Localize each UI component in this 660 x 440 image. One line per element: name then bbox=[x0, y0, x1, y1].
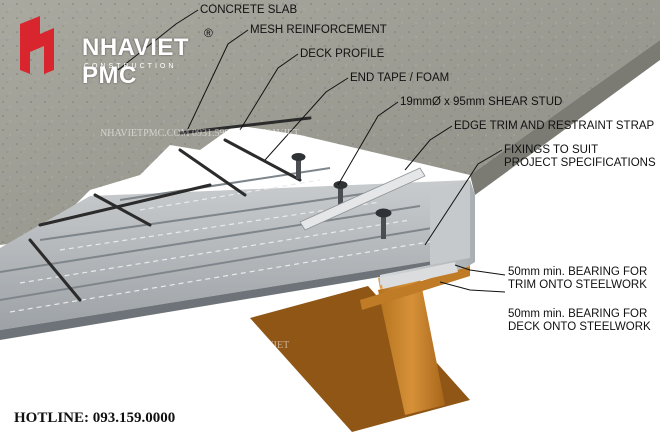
mesh-reinforcement bbox=[28, 116, 312, 302]
restraint-strap bbox=[299, 167, 426, 231]
label-concrete-slab: CONCRETE SLAB bbox=[200, 4, 298, 16]
deck-embossing bbox=[9, 179, 441, 313]
leader-lines bbox=[117, 9, 506, 293]
label-edge-trim: EDGE TRIM AND RESTRAINT STRAP bbox=[454, 120, 655, 132]
watermark-text-2: NHAVIETPMC.COM 0931.590.000 || NHAVIET bbox=[90, 340, 290, 351]
label-fixings-line-2: PROJECT SPECIFICATIONS bbox=[504, 157, 656, 169]
registered-mark: ® bbox=[204, 26, 213, 40]
brand-logo-mark bbox=[20, 16, 54, 74]
deck-ribs bbox=[0, 167, 451, 301]
hotline-text: HOTLINE: 093.159.0000 bbox=[14, 410, 176, 426]
brand-name: NHAVIET PMC bbox=[82, 34, 190, 89]
shear-studs bbox=[291, 153, 392, 239]
label-bearing-deck-line-1: 50mm min. BEARING FOR bbox=[508, 308, 648, 320]
label-mesh-reinforcement: MESH REINFORCEMENT bbox=[250, 24, 387, 36]
brand-subtitle: CONSTRUCTION bbox=[84, 63, 177, 70]
label-end-tape: END TAPE / FOAM bbox=[350, 72, 450, 84]
label-bearing-trim-line-2: TRIM ONTO STEELWORK bbox=[508, 279, 647, 291]
label-bearing-deck-line-2: DECK ONTO STEELWORK bbox=[508, 321, 651, 333]
edge-trim bbox=[380, 180, 475, 285]
bearing-plate bbox=[380, 262, 458, 289]
label-bearing-trim-line-1: 50mm min. BEARING FOR bbox=[508, 266, 648, 278]
watermark-text: NHAVIETPMC.COM 0931.590.000 || NHAVIET bbox=[100, 128, 300, 139]
label-deck-profile: DECK PROFILE bbox=[300, 48, 385, 60]
label-shear-stud: 19mmØ x 95mm SHEAR STUD bbox=[400, 96, 563, 108]
brand-logo: NHAVIET PMC CONSTRUCTION ® bbox=[16, 18, 216, 89]
label-fixings-line-1: FIXINGS TO SUIT bbox=[504, 144, 599, 156]
